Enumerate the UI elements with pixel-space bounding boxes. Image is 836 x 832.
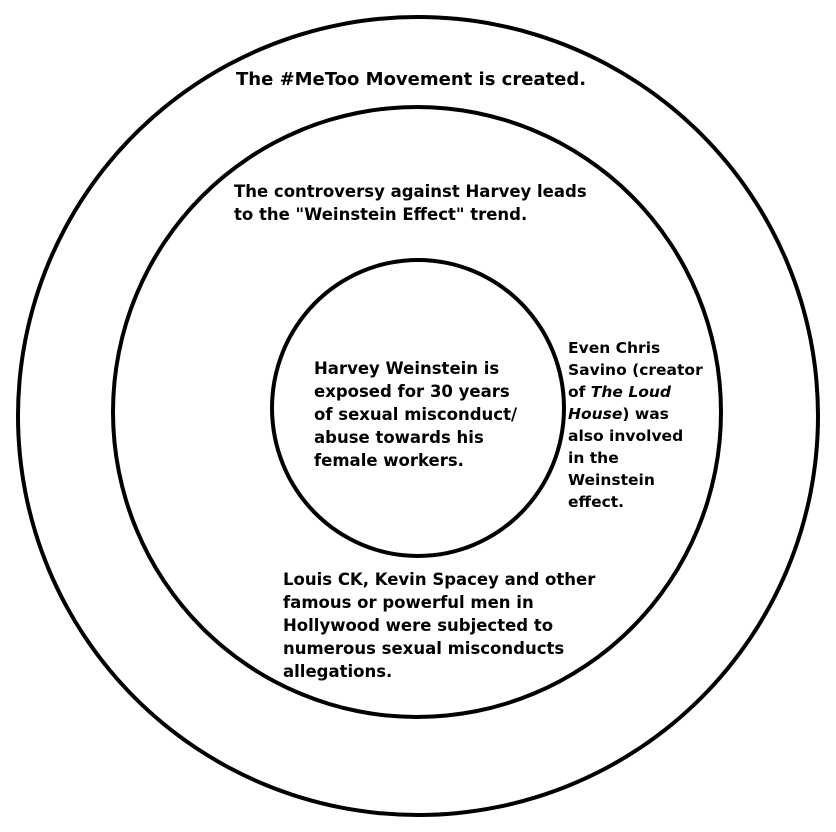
side-note-line: also involved bbox=[568, 427, 684, 445]
show-title-italic: The Loud bbox=[590, 383, 671, 401]
inner-circle-label-line: of sexual misconduct/ bbox=[314, 405, 517, 424]
side-note-line: effect. bbox=[568, 493, 625, 511]
middle-ring bbox=[111, 105, 723, 719]
middle-ring-label: The controversy against Harvey leads to … bbox=[234, 180, 587, 226]
inner-circle-label-line: Harvey Weinstein is bbox=[314, 359, 500, 378]
inner-circle-label-line: female workers. bbox=[314, 451, 464, 470]
side-note-text: ) was bbox=[622, 405, 669, 423]
bottom-note-line: numerous sexual misconducts bbox=[283, 639, 565, 658]
bottom-note: Louis CK, Kevin Spacey and other famous … bbox=[283, 568, 595, 683]
inner-circle-label-line: exposed for 30 years bbox=[314, 382, 510, 401]
inner-circle-label: Harvey Weinstein is exposed for 30 years… bbox=[314, 357, 517, 472]
bottom-note-line: allegations. bbox=[283, 662, 393, 681]
side-note-line: in the bbox=[568, 449, 619, 467]
inner-ring bbox=[270, 258, 566, 558]
middle-ring-label-line: The controversy against Harvey leads bbox=[234, 182, 587, 201]
outer-ring bbox=[16, 15, 820, 817]
side-note-line: House) was bbox=[568, 403, 703, 425]
side-note-line: of The Loud bbox=[568, 381, 703, 403]
outer-ring-label-line: The #MeToo Movement is created. bbox=[236, 69, 587, 90]
side-note: Even Chris Savino (creator of The Loud H… bbox=[568, 337, 703, 513]
bottom-note-line: Hollywood were subjected to bbox=[283, 616, 554, 635]
outer-ring-label: The #MeToo Movement is created. bbox=[236, 68, 586, 92]
side-note-text: of bbox=[568, 383, 591, 401]
middle-ring-label-line: to the "Weinstein Effect" trend. bbox=[234, 205, 528, 224]
side-note-line: Even Chris bbox=[568, 339, 661, 357]
inner-circle-label-line: abuse towards his bbox=[314, 428, 484, 447]
side-note-line: Weinstein bbox=[568, 471, 655, 489]
bottom-note-line: Louis CK, Kevin Spacey and other bbox=[283, 570, 596, 589]
bottom-note-line: famous or powerful men in bbox=[283, 593, 534, 612]
side-note-line: Savino (creator bbox=[568, 361, 703, 379]
show-title-italic: House bbox=[568, 405, 623, 423]
